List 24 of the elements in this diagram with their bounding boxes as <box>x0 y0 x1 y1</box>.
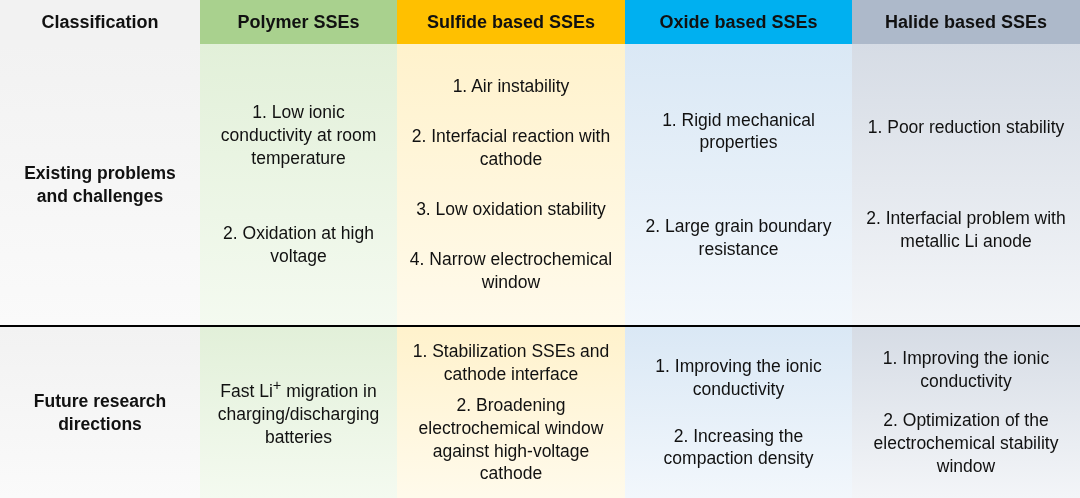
row-header: Future research directions <box>32 389 168 436</box>
cell-text: 2. Interfacial problem with metallic Li anode <box>865 207 1067 253</box>
cell-text: 1. Low ionic conductivity at room temperature <box>219 101 378 170</box>
cell-text: 2. Large grain boundary resistance <box>644 214 833 261</box>
cell-text: Fast Li$^{+}$ migration in charging/discharging batteries <box>216 376 381 449</box>
cell-text: 2. Broadening electrochemical window against high-voltage cathode <box>417 394 605 486</box>
cell-text: 1. Improving the ionic conductivity <box>654 355 823 401</box>
cell-text: 2. Increasing the compaction density <box>662 424 815 470</box>
row-header: Existing problems and challenges <box>23 161 177 208</box>
cell-text: 4. Narrow electrochemical window <box>408 248 614 294</box>
cell-text: 1. Stabilization SSEs and cathode interface <box>411 339 611 386</box>
column-header: Classification <box>0 0 200 44</box>
cell-text: 1. Air instability <box>452 75 570 99</box>
cell-text: 3. Low oxidation stability <box>416 198 606 221</box>
column-header: Sulfide based SSEs <box>397 0 625 44</box>
column-header: Polymer SSEs <box>200 0 397 44</box>
cell-text: 2. Interfacial reaction with cathode <box>410 125 612 171</box>
cell-text: 1. Rigid mechanical properties <box>661 108 816 155</box>
cell-text: 1. Improving the ionic conductivity <box>881 347 1051 393</box>
cell-text: 2. Oxidation at high voltage <box>222 222 375 268</box>
column-header: Halide based SSEs <box>852 0 1080 44</box>
cell-text: 2. Optimization of the electrochemical stability window <box>872 409 1060 478</box>
cell-text: 1. Poor reduction stability <box>867 116 1065 139</box>
column-header: Oxide based SSEs <box>625 0 852 44</box>
